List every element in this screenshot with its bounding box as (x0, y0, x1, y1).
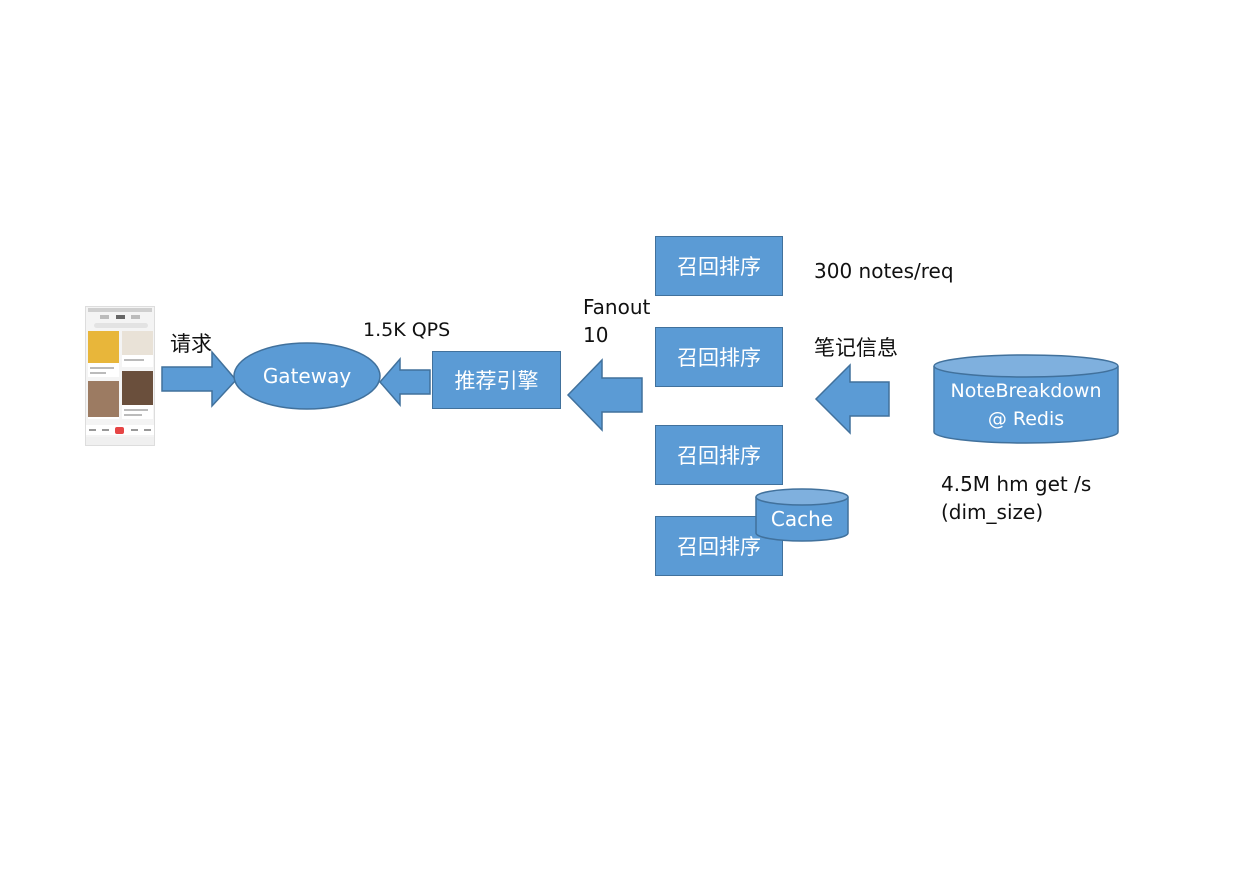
recall-to-engine-arrow (566, 358, 643, 432)
recall-rank-box-2: 召回排序 (655, 327, 783, 387)
recall-rank-box-1: 召回排序 (655, 236, 783, 296)
redis-label-line1: NoteBreakdown (950, 380, 1102, 402)
note-info-label: 笔记信息 (814, 336, 898, 360)
cache-label: Cache (770, 507, 834, 531)
recommend-engine-box: 推荐引擎 (432, 351, 561, 409)
fanout-label-line2: 10 (583, 323, 609, 347)
recall-rank-box-3: 召回排序 (655, 425, 783, 485)
request-arrow (161, 349, 238, 408)
redis-to-recall-arrow (814, 363, 890, 435)
redis-rate-line1: 4.5M hm get /s (941, 472, 1092, 496)
qps-label: 1.5K QPS (363, 319, 451, 341)
redis-cylinder (933, 354, 1119, 444)
request-label: 请求 (170, 332, 212, 356)
client-phone-screenshot (85, 306, 155, 446)
redis-label-line2: @ Redis (987, 408, 1065, 430)
engine-to-gateway-arrow (379, 356, 431, 408)
gateway-ellipse (233, 342, 381, 410)
cache-cylinder (755, 488, 849, 542)
fanout-label-line1: Fanout (583, 295, 651, 319)
notes-per-req-label: 300 notes/req (814, 259, 954, 283)
gateway-label: Gateway (262, 364, 352, 388)
redis-rate-line2: (dim_size) (941, 500, 1044, 524)
